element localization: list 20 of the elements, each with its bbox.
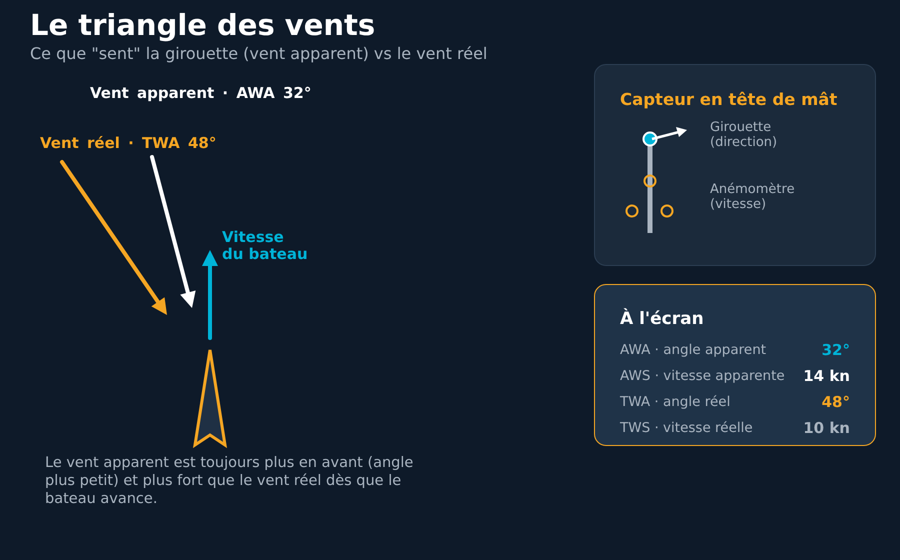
subtitle: Ce que "sent" la girouette (vent apparent) vs le vent réel bbox=[30, 44, 488, 64]
reading-label: TWS · vitesse réelle bbox=[620, 419, 753, 437]
title: Le triangle des vents bbox=[30, 7, 376, 43]
reading-label: AWS · vitesse apparente bbox=[620, 367, 785, 385]
sensor-label: Anémomètre (vitesse) bbox=[710, 182, 796, 212]
wind-label: Vent réel · TWA 48° bbox=[40, 133, 216, 153]
wind-label: Vent apparent · AWA 32° bbox=[90, 83, 312, 103]
speed-label: Vitesse du bateau bbox=[222, 229, 309, 263]
reading-value: 32° bbox=[822, 340, 850, 360]
info-card bbox=[594, 64, 876, 266]
reading-value: 48° bbox=[822, 392, 850, 412]
reading-value: 14 kn bbox=[803, 366, 850, 386]
card-heading: Capteur en tête de mât bbox=[620, 89, 838, 111]
reading-label: TWA · angle réel bbox=[620, 393, 730, 411]
card-heading: À l'écran bbox=[620, 308, 704, 330]
info-card bbox=[594, 284, 876, 446]
note-text: Le vent apparent est toujours plus en avant (angle plus petit) et plus fort que le vent réel dès que le bateau avance. bbox=[45, 454, 414, 508]
reading-value: 10 kn bbox=[803, 418, 850, 438]
reading-label: AWA · angle apparent bbox=[620, 341, 766, 359]
sensor-label: Girouette (direction) bbox=[710, 120, 778, 150]
